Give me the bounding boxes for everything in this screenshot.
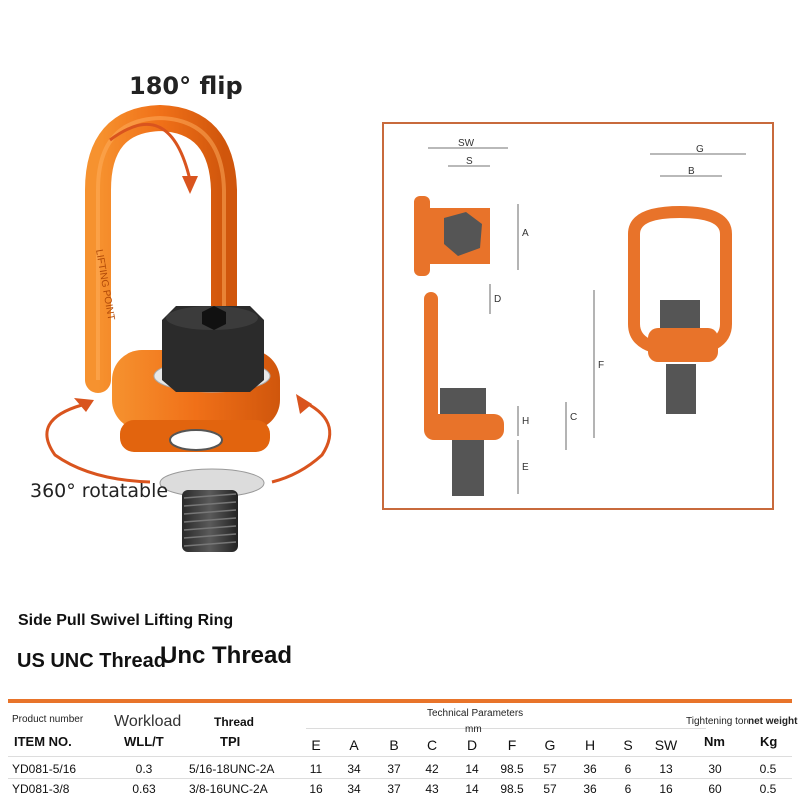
param-cell: 6 (624, 782, 632, 796)
header-item-no: ITEM NO. (14, 734, 72, 749)
dim-label: E (522, 462, 529, 473)
side-ring-top (414, 196, 430, 276)
dimension-diagram: SW S A D F C H E G B (382, 122, 774, 510)
param-column-header: B (389, 737, 399, 753)
param-cell: 43 (425, 782, 439, 796)
param-cell: 16 (309, 782, 323, 796)
wll-cell: 0.3 (135, 762, 153, 776)
thread-label: US UNC Thread (17, 650, 166, 672)
param-cell: 16 (659, 782, 673, 796)
header-thread: Thread (214, 715, 255, 729)
parameter-divider (306, 728, 706, 729)
param-cell: 98.5 (500, 782, 524, 796)
rotate-arrow-icon (45, 403, 151, 484)
dim-label: C (570, 412, 577, 423)
param-column-header: E (311, 737, 321, 753)
param-cell: 13 (659, 762, 673, 776)
param-cell: 37 (387, 782, 401, 796)
row-divider (8, 756, 792, 757)
item-number-cell: YD081-3/8 (12, 782, 70, 796)
thread-title: Unc Thread (160, 642, 293, 669)
dim-label: SW (458, 138, 475, 149)
torque-cell: 30 (708, 762, 722, 776)
header-tightening-torque: Tightening torque (686, 716, 764, 727)
dim-label: B (688, 166, 695, 177)
param-column-header: S (623, 737, 633, 753)
product-illustration: LIFTING POINT (45, 104, 332, 552)
flip-caption: 180° flip (129, 72, 243, 100)
row-divider (8, 778, 792, 779)
param-cell: 42 (425, 762, 439, 776)
param-column-header: H (584, 737, 596, 753)
flip-arrow-icon (109, 122, 192, 181)
param-column-header: F (507, 737, 517, 753)
weight-cell: 0.5 (759, 782, 777, 796)
tpi-cell: 3/8-16UNC-2A (189, 782, 268, 796)
dim-label: H (522, 416, 529, 427)
dim-label: D (494, 294, 501, 305)
param-cell: 14 (465, 762, 479, 776)
header-kg: Kg (760, 734, 778, 749)
param-cell: 98.5 (500, 762, 524, 776)
dim-label: S (466, 156, 473, 167)
param-column-header: A (349, 737, 359, 753)
header-net-weight: net weight (748, 716, 798, 727)
param-cell: 57 (543, 762, 557, 776)
header-workload: Workload (114, 713, 182, 730)
header-unit: mm (465, 724, 482, 735)
table-top-rule (8, 699, 792, 703)
item-number-cell: YD081-5/16 (12, 762, 77, 776)
header-product-number: Product number (12, 714, 84, 725)
param-cell: 36 (583, 762, 597, 776)
torque-cell: 60 (708, 782, 722, 796)
header-tpi: TPI (220, 734, 241, 749)
param-cell: 14 (465, 782, 479, 796)
header-wll: WLL/T (124, 734, 164, 749)
dim-label: G (696, 144, 704, 155)
weight-cell: 0.5 (759, 762, 777, 776)
param-cell: 6 (624, 762, 632, 776)
dim-label: F (598, 360, 604, 371)
param-cell: 57 (543, 782, 557, 796)
product-subtitle: Side Pull Swivel Lifting Ring (18, 612, 234, 629)
param-cell: 34 (347, 762, 361, 776)
param-cell: 34 (347, 782, 361, 796)
header-nm: Nm (704, 734, 725, 749)
param-column-header: G (544, 737, 556, 753)
header-technical-parameters: Technical Parameters (427, 708, 524, 719)
param-column-header: C (426, 737, 438, 753)
param-cell: 37 (387, 762, 401, 776)
param-cell: 36 (583, 782, 597, 796)
rotate-caption: 360° rotatable (30, 480, 169, 502)
dim-label: A (522, 228, 529, 239)
wll-cell: 0.63 (132, 782, 156, 796)
tpi-cell: 5/16-18UNC-2A (189, 762, 275, 776)
param-column-header: SW (654, 737, 678, 753)
param-column-header: D (466, 737, 478, 753)
param-cell: 11 (309, 762, 323, 776)
